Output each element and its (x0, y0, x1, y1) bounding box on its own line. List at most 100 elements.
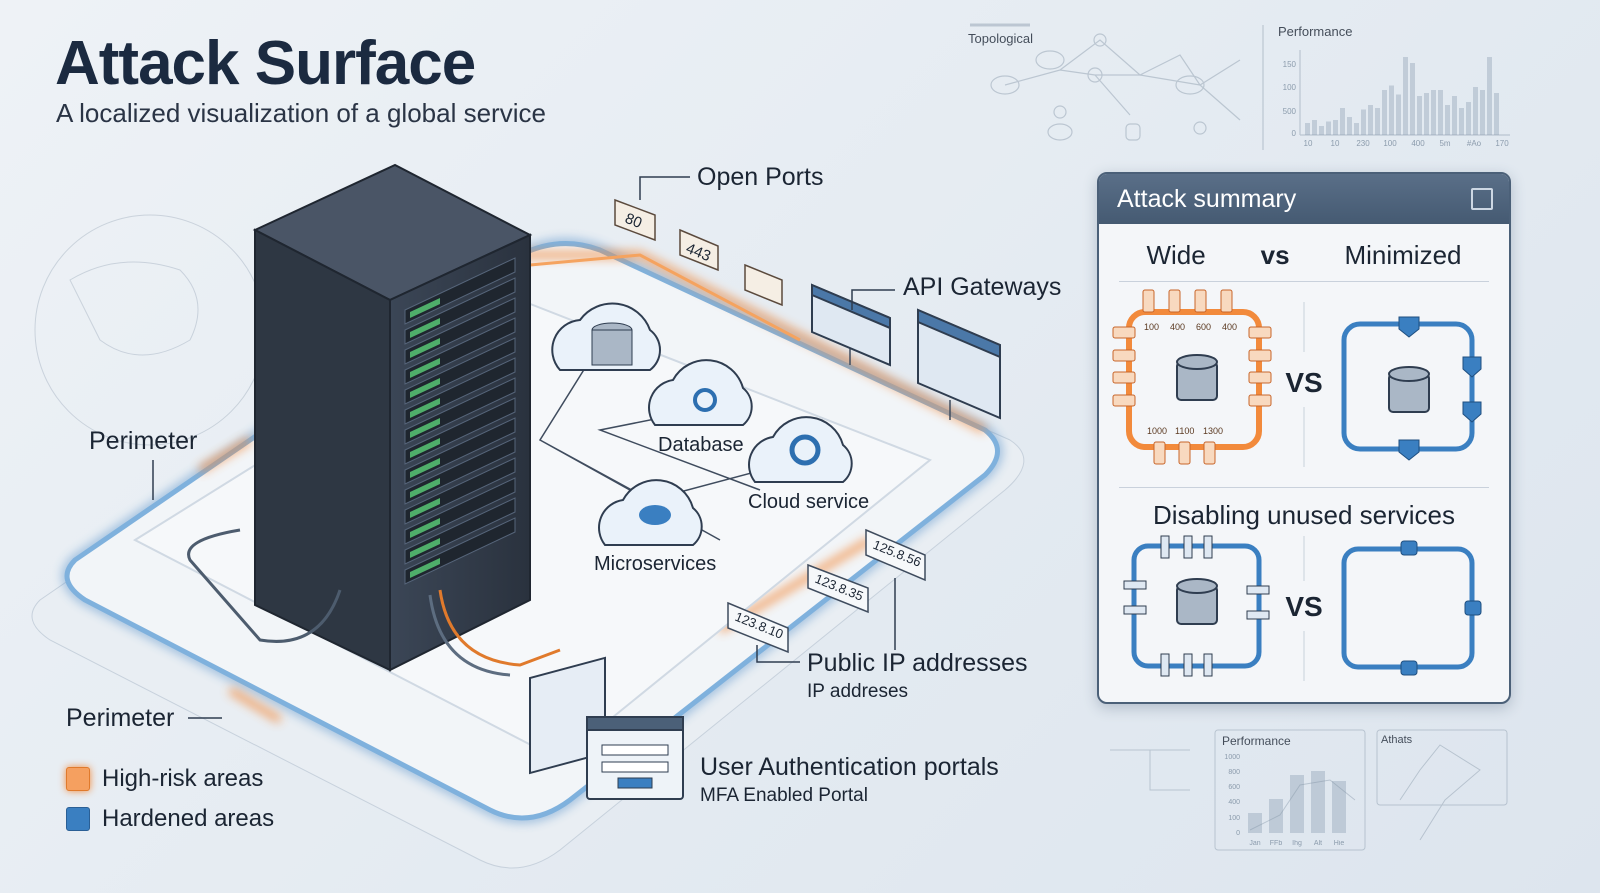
xtick: 170 (1495, 139, 1509, 148)
open-port (1112, 394, 1136, 407)
shield-icons (1398, 316, 1482, 461)
label-auth-sub: MFA Enabled Portal (700, 785, 868, 806)
rack-unit-led (410, 298, 440, 318)
bg-bar (1333, 120, 1338, 135)
cloud-microservices-icon (598, 479, 703, 546)
bg-bar (1269, 799, 1283, 833)
page-subtitle: A localized visualization of a global se… (56, 98, 546, 128)
page-title: Attack Surface (55, 29, 476, 98)
port-number: 600 (1196, 322, 1211, 332)
api-gateway-window-icon (811, 283, 1001, 420)
xtick: 400 (1411, 139, 1425, 148)
open-port (1220, 289, 1233, 313)
bg-bar (1424, 93, 1429, 135)
label-public-ip-sub: IP addreses (807, 681, 908, 702)
bg-bar (1431, 90, 1436, 135)
vs-label: vs (1260, 240, 1290, 270)
bg-bar (1494, 93, 1499, 135)
label-open-ports: Open Ports (697, 163, 823, 191)
port-number: 1300 (1203, 426, 1223, 436)
bg-bar (1396, 94, 1401, 135)
label-perimeter-lower: Perimeter (66, 704, 174, 732)
open-port (1178, 441, 1191, 465)
bg-perf-bottom-yticks: 1000 800 600 400 100 0 (1224, 754, 1240, 837)
port-80: 80 (623, 210, 645, 232)
bg-bottom-charts (1110, 729, 1508, 851)
xtick: FFb (1270, 840, 1283, 847)
open-port (1194, 289, 1207, 313)
open-port (1248, 349, 1272, 362)
label-public-ip: Public IP addresses (807, 649, 1028, 677)
bg-bar (1452, 96, 1457, 135)
ytick: 150 (1283, 60, 1297, 69)
bg-bar (1487, 57, 1492, 135)
port-number: 400 (1170, 322, 1185, 332)
label-perimeter-upper: Perimeter (89, 427, 197, 455)
bg-bar (1319, 126, 1324, 135)
open-port (1142, 289, 1155, 313)
xtick: 10 (1331, 139, 1340, 148)
bg-bar (1417, 96, 1422, 135)
bg-bar (1326, 121, 1331, 135)
bg-bar (1290, 775, 1304, 833)
ytick: 100 (1228, 815, 1240, 822)
open-port (1112, 371, 1136, 384)
port-number: 1100 (1175, 426, 1194, 436)
open-port (1153, 441, 1166, 465)
bg-performance-bars (1305, 57, 1499, 135)
bg-bar (1382, 90, 1387, 135)
ip-tags (727, 528, 926, 654)
attack-summary-panel: Attack summary Wide vs Minimized 100 400 6… (1097, 172, 1511, 704)
server-rack (187, 163, 561, 677)
cloud-gear-icon (648, 359, 753, 426)
rack-unit-led (410, 558, 440, 578)
open-port (1203, 441, 1216, 465)
xtick: 230 (1356, 139, 1370, 148)
rack-unit-led (410, 478, 440, 498)
bg-bar (1368, 105, 1373, 135)
attack-summary-title: Attack summary (1117, 184, 1297, 213)
port-number: 100 (1144, 322, 1159, 332)
high-risk-swatch (66, 767, 90, 791)
bg-bar (1305, 123, 1310, 135)
bg-bar (1459, 108, 1464, 135)
expand-icon[interactable] (1471, 188, 1493, 210)
xtick: Hie (1334, 840, 1345, 847)
xtick: 5m (1439, 139, 1450, 148)
database-icon (1176, 354, 1218, 401)
label-api-gateways: API Gateways (903, 273, 1061, 301)
ytick: 600 (1228, 784, 1240, 791)
bg-bar (1312, 120, 1317, 135)
rack-unit-led (410, 418, 440, 438)
bg-bar (1473, 87, 1478, 135)
disabling-unused-services-label: Disabling unused services (1152, 500, 1456, 530)
comparison-header: Wide vs Minimized (1119, 240, 1489, 282)
bg-bar (1248, 813, 1262, 833)
rack-unit-led (410, 358, 440, 378)
ytick: 500 (1283, 107, 1297, 116)
rack-unit-led (410, 538, 440, 558)
cloud-service-gear-icon (748, 416, 853, 483)
ytick: 800 (1228, 769, 1240, 776)
bg-bar (1375, 108, 1380, 135)
xtick: Jan (1249, 840, 1260, 847)
bg-topological-label: Topological (968, 31, 1033, 46)
bg-perf-top-yticks: 150 100 500 0 (1283, 60, 1297, 138)
label-database: Database (658, 434, 744, 456)
bg-bar (1361, 109, 1366, 135)
database-icon (1388, 366, 1430, 413)
bg-bar (1354, 123, 1359, 135)
port-number: 400 (1222, 322, 1237, 332)
hardened-swatch (66, 807, 90, 831)
background-topology (970, 23, 1510, 150)
open-port (1112, 349, 1136, 362)
open-port (1248, 371, 1272, 384)
vs-text: VS (1285, 367, 1322, 398)
bg-bar (1438, 90, 1443, 135)
xtick: Alt (1314, 840, 1322, 847)
legend-hardened-label: Hardened areas (102, 805, 275, 832)
bg-performance-label: Performance (1278, 24, 1352, 39)
bg-bar (1466, 102, 1471, 135)
wide-label: Wide (1146, 240, 1206, 270)
